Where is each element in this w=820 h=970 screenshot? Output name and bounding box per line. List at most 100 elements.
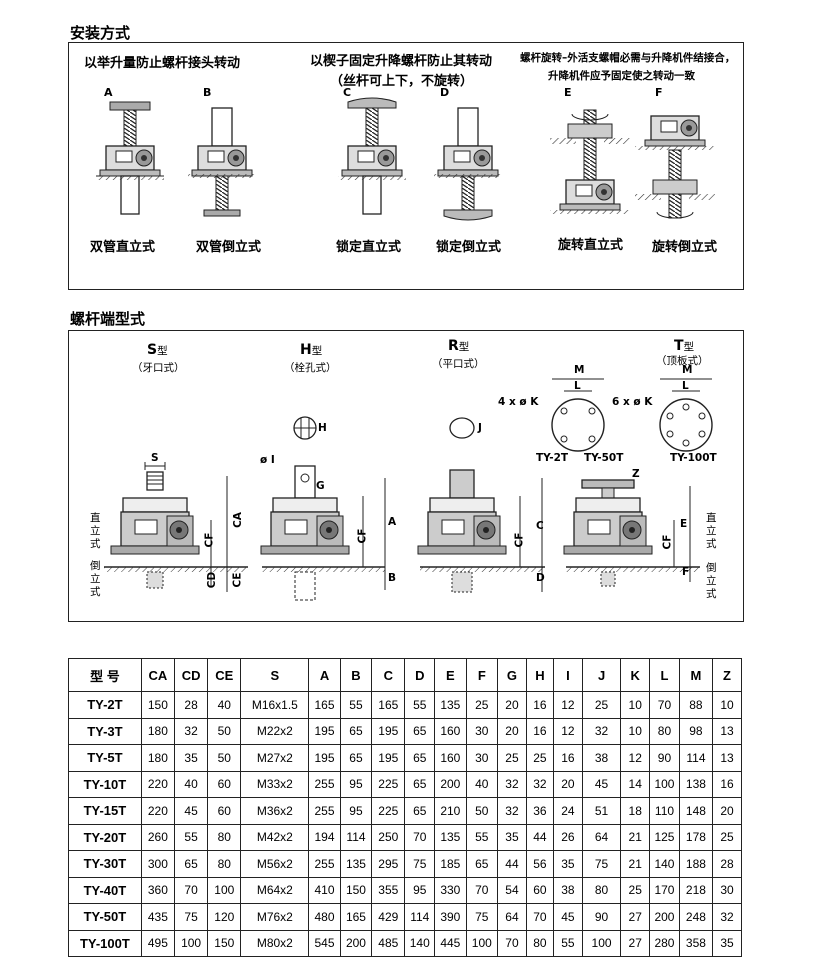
table-cell: 160 — [434, 717, 467, 745]
dim-label-c: C — [536, 520, 544, 532]
table-header-cell: F — [465, 658, 499, 692]
table-cell: 26 — [552, 823, 583, 851]
inverted-label-right: 倒立式 — [706, 562, 717, 600]
table-cell: 165 — [339, 903, 373, 931]
type-t-code: T — [674, 338, 684, 354]
table-cell: 435 — [140, 903, 175, 931]
table-cell: 180 — [140, 717, 175, 745]
table-cell: 95 — [339, 770, 373, 798]
table-header-cell: Z — [712, 658, 742, 692]
table-cell: 65 — [465, 850, 499, 878]
table-cell: 165 — [308, 691, 341, 719]
table-cell: 30 — [465, 744, 499, 772]
table-cell: 80 — [207, 823, 242, 851]
dim-label-h: H — [318, 422, 327, 434]
table-cell: 12 — [552, 691, 583, 719]
table-cell: 35 — [173, 744, 209, 772]
table-cell: 429 — [371, 903, 406, 931]
table-cell: 120 — [207, 903, 242, 931]
table-header-cell: CD — [173, 658, 209, 692]
table-cell: 248 — [678, 903, 714, 931]
table-cell: 32 — [497, 797, 527, 825]
table-cell: 140 — [404, 929, 436, 957]
mode-a-drawing — [96, 101, 164, 215]
table-cell: 21 — [620, 823, 651, 851]
table-cell: 280 — [649, 929, 680, 957]
table-cell: 135 — [434, 691, 467, 719]
table-cell: 55 — [173, 823, 209, 851]
table-cell: 75 — [404, 850, 436, 878]
table-cell: 390 — [434, 903, 467, 931]
table-cell: 114 — [678, 744, 714, 772]
type-h-suffix: 型 — [311, 345, 323, 357]
table-cell: 16 — [712, 770, 742, 798]
table-cell: 75 — [465, 903, 499, 931]
mode-letter-d: D — [440, 86, 450, 99]
table-cell: 210 — [434, 797, 467, 825]
mode-label-d: 锁定倒立式 — [436, 240, 502, 255]
table-cell: 114 — [339, 823, 373, 851]
type-h-desc: （栓孔式） — [284, 362, 337, 374]
table-cell: 28 — [173, 691, 209, 719]
upright-label-right: 直立式 — [706, 512, 717, 550]
group2-note-1: 以楔子固定升降螺杆防止其转动 — [310, 54, 493, 69]
table-header-cell: 型 号 — [68, 658, 142, 692]
mode-letter-e: E — [564, 86, 572, 99]
type-t-heading: T型 — [674, 338, 694, 354]
table-cell: 25 — [620, 876, 651, 904]
table-cell: 495 — [140, 929, 175, 957]
table-cell: 95 — [404, 876, 436, 904]
table-cell: M27x2 — [240, 744, 310, 772]
table-cell: 54 — [497, 876, 527, 904]
table-cell: 100 — [465, 929, 499, 957]
table-cell: 100 — [207, 876, 242, 904]
table-cell: 25 — [581, 691, 622, 719]
table-cell: 32 — [497, 770, 527, 798]
table-cell-model: TY-3T — [68, 717, 142, 745]
table-cell: 110 — [649, 797, 680, 825]
table-cell: 27 — [620, 929, 651, 957]
table-cell: 65 — [339, 717, 373, 745]
table-cell: 60 — [525, 876, 554, 904]
mode-label-a: 双管直立式 — [90, 240, 156, 255]
table-cell: 200 — [649, 903, 680, 931]
flange-left-caption-a: TY-2T — [536, 452, 569, 464]
mode-label-b: 双管倒立式 — [196, 240, 262, 255]
dim-label-b: B — [388, 572, 397, 584]
table-cell: 20 — [712, 797, 742, 825]
table-cell: 27 — [620, 903, 651, 931]
group3-note-2: 升降机件应予固定使之转动一致 — [548, 70, 695, 82]
table-cell: 75 — [581, 850, 622, 878]
table-cell: 445 — [434, 929, 467, 957]
table-cell: 80 — [581, 876, 622, 904]
table-cell: 51 — [581, 797, 622, 825]
table-cell: 35 — [712, 929, 742, 957]
type-h-heading: H型 — [300, 342, 322, 358]
table-cell: 21 — [620, 850, 651, 878]
mode-f-drawing — [635, 115, 715, 219]
table-cell: M80x2 — [240, 929, 310, 957]
table-cell: 20 — [552, 770, 583, 798]
group1-note: 以举升量防止螺杆接头转动 — [84, 56, 241, 71]
table-cell: 100 — [173, 929, 209, 957]
table-cell: 45 — [552, 903, 583, 931]
table-cell: 45 — [581, 770, 622, 798]
mode-label-e: 旋转直立式 — [558, 238, 624, 253]
table-cell: 125 — [649, 823, 680, 851]
table-cell: 16 — [525, 717, 554, 745]
table-cell: M16x1.5 — [240, 691, 310, 719]
table-header-cell: L — [649, 658, 680, 692]
dim-label-f: F — [682, 566, 690, 578]
table-cell: 24 — [552, 797, 583, 825]
table-cell: 50 — [465, 797, 499, 825]
table-cell: 98 — [678, 717, 714, 745]
dim-label-s: S — [151, 452, 159, 464]
table-cell-model: TY-50T — [68, 903, 142, 931]
table-cell: 355 — [371, 876, 406, 904]
table-cell: 114 — [404, 903, 436, 931]
table-cell: 195 — [308, 744, 341, 772]
